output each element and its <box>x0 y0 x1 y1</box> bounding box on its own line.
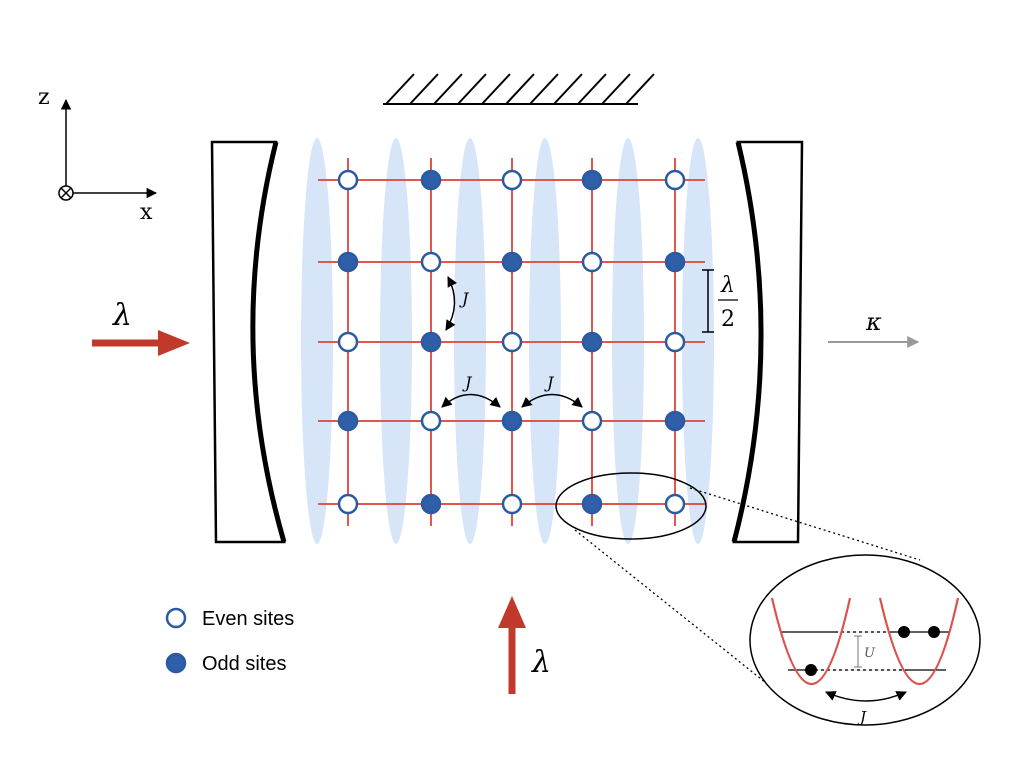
odd-site <box>501 410 523 432</box>
lattice-spacing-bracket: λ 2 <box>702 269 738 333</box>
odd-site <box>337 410 359 432</box>
odd-site <box>501 251 523 273</box>
even-site <box>337 331 359 353</box>
zoom-region-ellipse <box>555 472 707 540</box>
even-site <box>420 251 442 273</box>
right-potential-well <box>878 597 960 685</box>
atom-left-well <box>805 664 817 676</box>
odd-site <box>420 169 442 191</box>
hatch-mark <box>625 73 655 105</box>
z-axis-label: z <box>38 85 50 110</box>
inset-tunneling-arrow <box>825 691 907 702</box>
coordinate-axes: z x <box>38 85 158 225</box>
hatch-mark <box>601 73 631 105</box>
bottom-pump-lambda: λ <box>531 645 551 680</box>
odd-site <box>581 169 603 191</box>
hatch-mark <box>529 73 559 105</box>
inset-tunneling-label: J <box>857 708 867 726</box>
hatch-mark <box>385 73 415 105</box>
hatch-mark <box>553 73 583 105</box>
even-sites-label: Even sites <box>202 608 294 630</box>
right-cavity-mirror <box>731 140 804 544</box>
interaction-U-label: U <box>864 646 876 661</box>
legend: Even sites Odd sites <box>165 607 294 675</box>
right-tunneling-arrow <box>521 393 583 408</box>
side-pump-beam: λ <box>92 298 190 356</box>
atom-right-well-2 <box>928 626 940 638</box>
left-cavity-mirror <box>210 140 287 544</box>
bottom-pump-beam: λ <box>498 596 551 694</box>
double-well-inset: U J <box>749 554 981 726</box>
even-site <box>581 410 603 432</box>
odd-site <box>337 251 359 273</box>
odd-site <box>581 331 603 353</box>
hatch-mark <box>481 73 511 105</box>
atom-right-well-1 <box>898 626 910 638</box>
x-axis-label: x <box>140 200 153 225</box>
vertical-tunneling-arrow <box>445 276 458 331</box>
odd-site <box>420 493 442 515</box>
interaction-bracket <box>854 635 862 668</box>
even-site <box>501 331 523 353</box>
hatch-mark <box>409 73 439 105</box>
odd-site <box>420 331 442 353</box>
standing-wave-antinode <box>301 138 333 544</box>
left-tunneling-arrow <box>441 393 501 408</box>
even-site <box>664 169 686 191</box>
hatch-mark <box>577 73 607 105</box>
even-site <box>420 410 442 432</box>
odd-site <box>664 410 686 432</box>
even-site <box>581 251 603 273</box>
odd-site <box>581 493 603 515</box>
even-site <box>664 331 686 353</box>
spacing-numerator: λ <box>720 273 735 298</box>
cavity-output: κ <box>828 308 920 348</box>
cavity-decay-kappa: κ <box>865 308 882 336</box>
zoom-highlight <box>555 472 921 684</box>
odd-site <box>664 251 686 273</box>
even-site-legend-marker <box>165 607 187 629</box>
odd-sites-label: Odd sites <box>202 653 286 675</box>
even-site <box>337 493 359 515</box>
odd-site-legend-marker <box>165 652 187 674</box>
hatch-mark <box>457 73 487 105</box>
even-site <box>501 169 523 191</box>
side-pump-lambda: λ <box>112 298 132 333</box>
inset-ellipse <box>749 554 981 726</box>
lattice-sites <box>337 169 686 515</box>
even-site <box>664 493 686 515</box>
spacing-denominator: 2 <box>721 307 735 332</box>
left-tunneling-label: J <box>462 373 473 392</box>
hatch-mark <box>505 73 535 105</box>
right-tunneling-label: J <box>544 373 555 392</box>
left-potential-well <box>770 597 852 685</box>
even-site <box>337 169 359 191</box>
even-site <box>501 493 523 515</box>
tunneling-arrows: J J J <box>441 276 583 408</box>
vertical-tunneling-label: J <box>459 289 470 308</box>
hatched-support <box>383 73 655 105</box>
hatch-mark <box>433 73 463 105</box>
